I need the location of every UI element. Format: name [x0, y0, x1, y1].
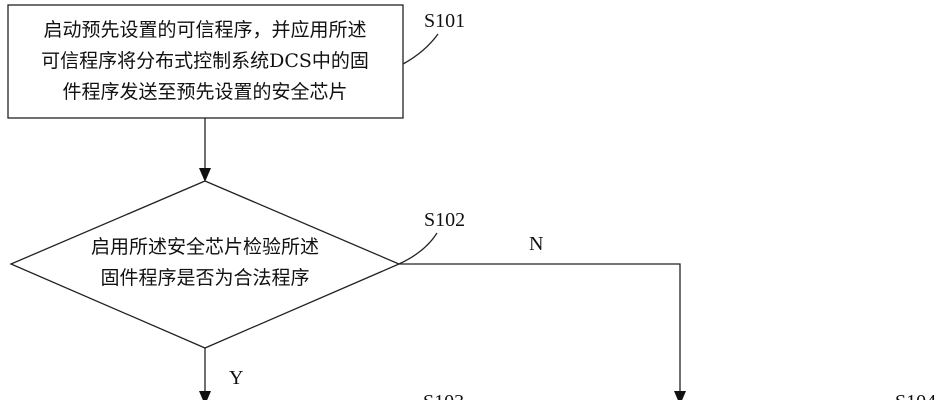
arrowhead-to-s102	[199, 168, 211, 182]
s101-text-line-2: 可信程序将分布式控制系统DCS中的固	[41, 50, 369, 72]
decision-diamond-s102	[9, 180, 401, 349]
step-label-s102: S102	[424, 209, 465, 231]
branch-label-yes: Y	[229, 367, 243, 389]
s101-text-line-1: 启动预先设置的可信程序，并应用所述	[43, 19, 366, 41]
connector-no-branch	[399, 263, 681, 393]
leader-line-s101	[402, 33, 439, 65]
leader-line-s102	[398, 232, 438, 265]
s102-text-line-1: 启用所述安全芯片检验所述	[91, 236, 319, 258]
branch-label-no: N	[529, 233, 543, 255]
arrowhead-yes-branch	[199, 391, 211, 400]
step-label-s103: S103	[423, 391, 464, 400]
process-box-s101	[7, 4, 404, 119]
s101-text-line-3: 件程序发送至预先设置的安全芯片	[62, 81, 347, 103]
step-label-s101: S101	[424, 10, 465, 32]
s102-text-line-2: 固件程序是否为合法程序	[100, 267, 309, 289]
arrowhead-no-branch	[674, 391, 686, 400]
step-label-s104: S104	[895, 391, 936, 400]
